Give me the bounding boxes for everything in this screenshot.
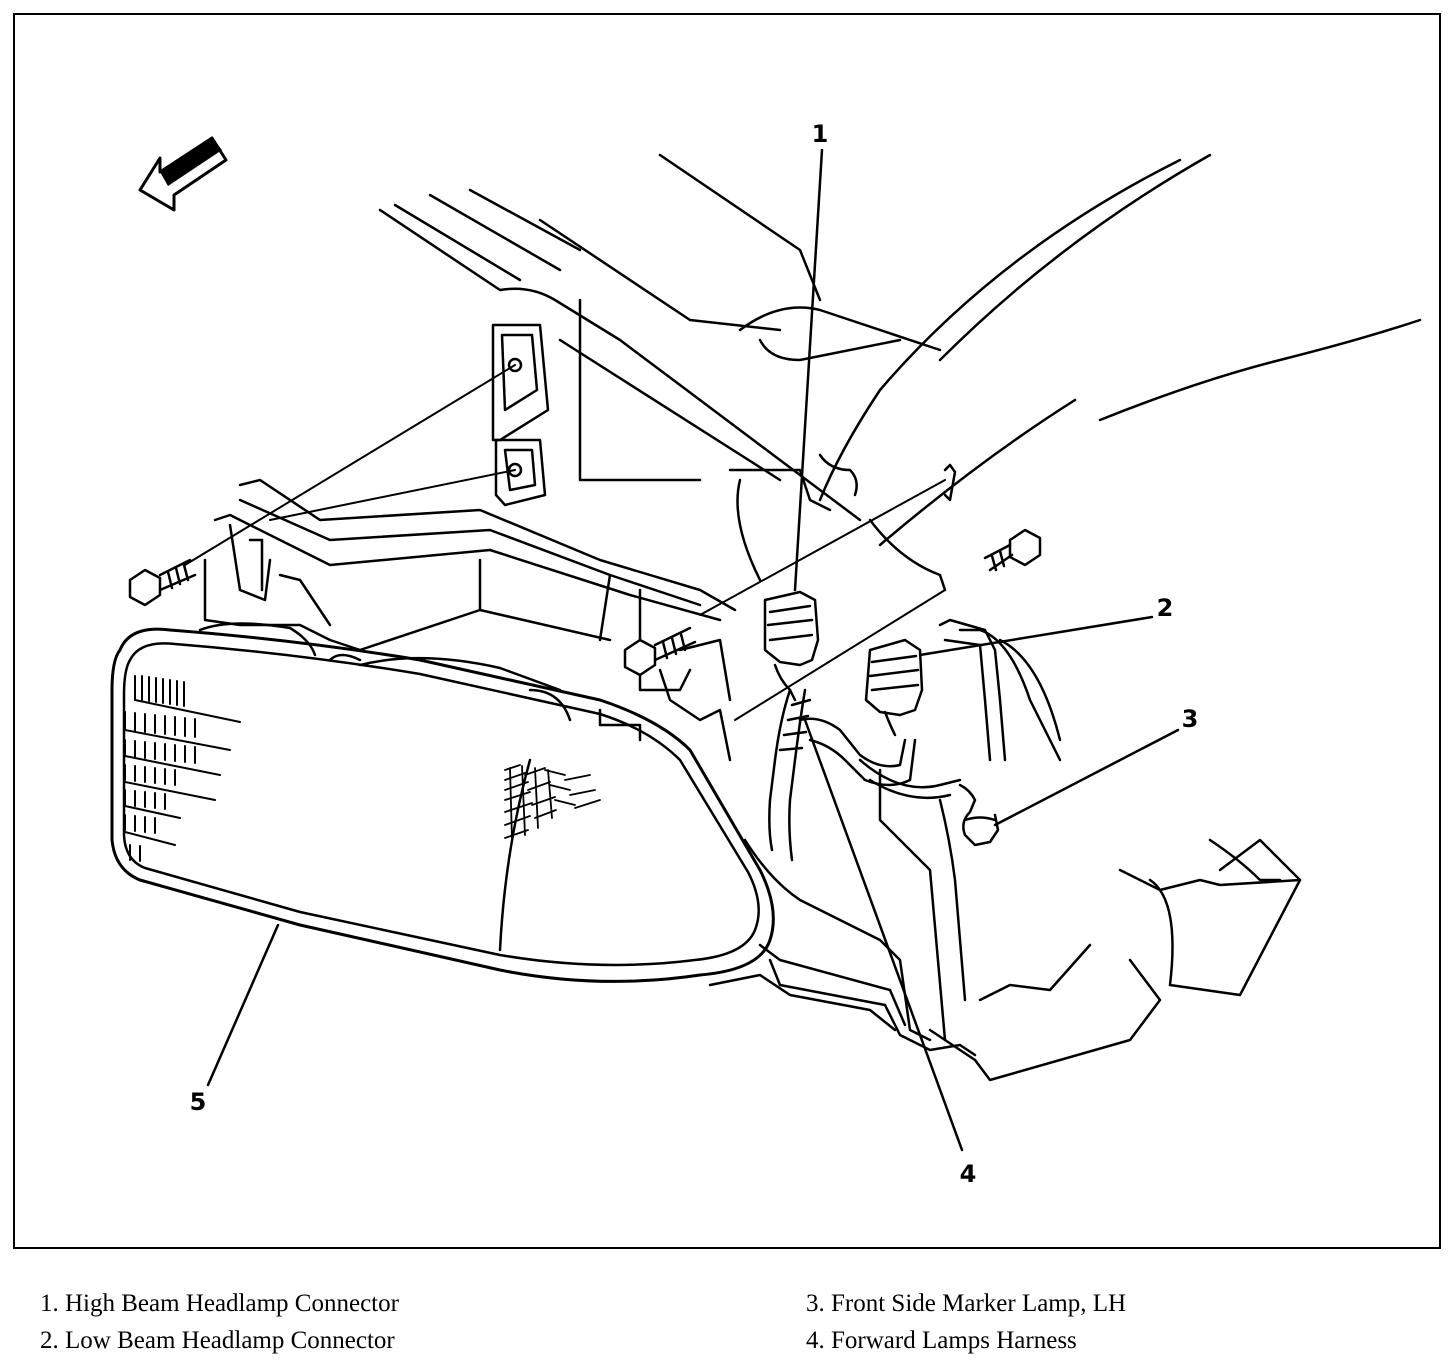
forward-direction-arrow-icon — [138, 136, 228, 212]
front-side-marker-lamp — [958, 783, 1000, 847]
legend-item-3: 3. Front Side Marker Lamp, LH — [806, 1290, 1127, 1317]
vehicle-body-panels — [378, 153, 1422, 1082]
headlamp-assembly — [110, 622, 775, 983]
callout-3-leader — [993, 728, 1180, 827]
callout-1-leader — [793, 148, 824, 592]
legend-item-4: 4. Forward Lamps Harness — [806, 1327, 1077, 1354]
forward-lamps-harness — [768, 688, 962, 862]
illustration-frame — [13, 13, 1441, 1249]
installation-lines — [184, 364, 946, 721]
callout-2: 2 — [1157, 594, 1174, 622]
callout-5: 5 — [190, 1088, 207, 1116]
mounting-bolts — [128, 463, 1042, 677]
callout-2-leader — [918, 615, 1154, 657]
callout-1: 1 — [812, 120, 829, 148]
callout-leaders — [206, 148, 1180, 1152]
high-beam-headlamp-connector — [763, 590, 820, 702]
callout-4-leader — [803, 718, 964, 1152]
headlamp-mounting-bracket — [203, 323, 737, 762]
bolt-center-icon — [623, 626, 697, 677]
callout-4: 4 — [960, 1160, 977, 1188]
callout-3: 3 — [1182, 705, 1199, 733]
low-beam-headlamp-connector — [864, 638, 924, 737]
callout-5-leader — [206, 923, 280, 1087]
legend-item-2: 2. Low Beam Headlamp Connector — [40, 1327, 395, 1354]
legend-item-1: 1. High Beam Headlamp Connector — [40, 1290, 399, 1317]
side-marker-housing — [708, 618, 1007, 1057]
bolt-left-icon — [128, 558, 197, 607]
bolt-right-icon — [983, 528, 1042, 572]
